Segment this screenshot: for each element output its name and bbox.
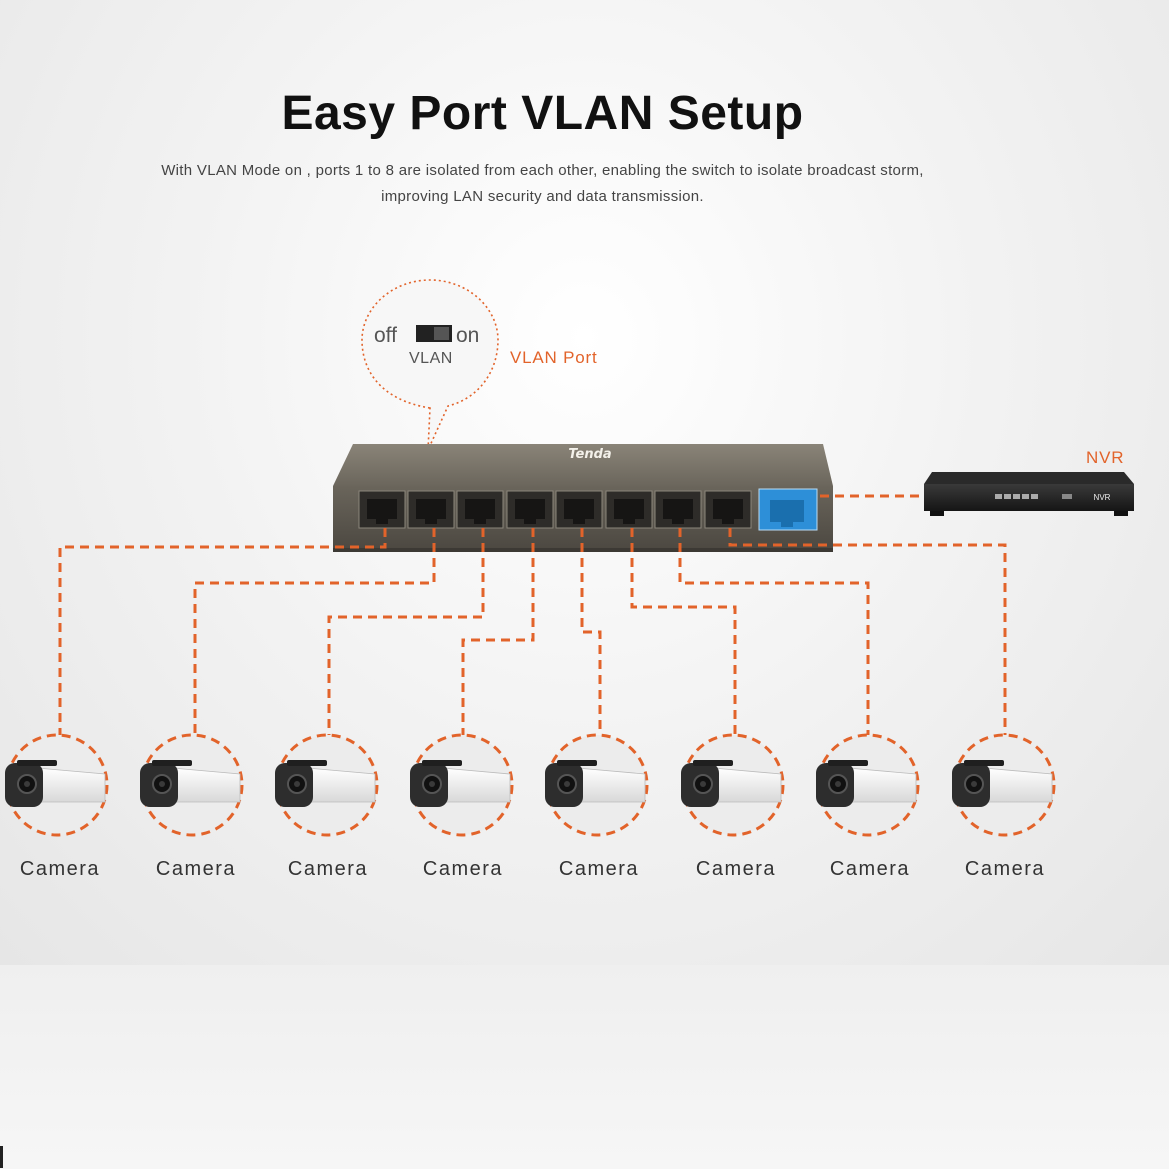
camera-label-3: Camera <box>287 858 369 880</box>
switch-ports <box>358 490 752 529</box>
switch-port-6 <box>605 490 653 529</box>
uplink-port <box>758 488 818 531</box>
camera-label-7: Camera <box>829 858 911 880</box>
link-line-8 <box>728 528 1007 735</box>
switch-port-3 <box>456 490 504 529</box>
link-line-7 <box>678 528 870 735</box>
switch-port-4 <box>506 490 554 529</box>
camera-icon <box>952 733 1056 837</box>
camera-label-2: Camera <box>155 858 237 880</box>
camera-icon <box>275 733 379 837</box>
connection-lines <box>58 494 1007 735</box>
link-line-2 <box>193 528 436 735</box>
edge-marker <box>0 1146 3 1168</box>
link-line-5 <box>580 528 602 735</box>
nvr-icon: NVR <box>924 472 1134 516</box>
nvr-label: NVR <box>1086 448 1125 467</box>
camera-label-8: Camera <box>964 858 1046 880</box>
link-line-3 <box>327 528 485 735</box>
subtitle-line-2: improving LAN security and data transmis… <box>381 188 704 205</box>
subtitle-line-1: With VLAN Mode on , ports 1 to 8 are iso… <box>161 162 924 179</box>
camera-label-5: Camera <box>558 858 640 880</box>
link-line-4 <box>461 528 535 735</box>
background-lower <box>0 965 1169 1169</box>
cameras <box>5 733 1056 837</box>
link-line-1 <box>58 528 387 735</box>
toggle-off-label: off <box>374 324 397 347</box>
camera-icon <box>545 733 649 837</box>
vlan-callout <box>361 279 499 451</box>
camera-icon <box>410 733 514 837</box>
camera-label-1: Camera <box>19 858 101 880</box>
switch-port-7 <box>654 490 702 529</box>
toggle-on-label: on <box>456 324 480 347</box>
vlan-port-label: VLAN Port <box>510 348 598 367</box>
camera-icon <box>816 733 920 837</box>
switch-port-8 <box>704 490 752 529</box>
camera-label-4: Camera <box>422 858 504 880</box>
switch-port-5 <box>555 490 603 529</box>
switch-port-1 <box>358 490 406 529</box>
vlan-toggle-label: VLAN <box>409 350 453 367</box>
link-line-6 <box>630 528 737 735</box>
camera-icon <box>5 733 109 837</box>
camera-icon <box>140 733 244 837</box>
camera-label-6: Camera <box>695 858 777 880</box>
toggle-switch-icon <box>416 325 452 342</box>
switch-brand: Tenda <box>568 447 611 462</box>
page-title: Easy Port VLAN Setup <box>281 87 804 140</box>
nvr-device-text: NVR <box>1094 493 1111 502</box>
switch-port-2 <box>407 490 455 529</box>
camera-icon <box>681 733 785 837</box>
